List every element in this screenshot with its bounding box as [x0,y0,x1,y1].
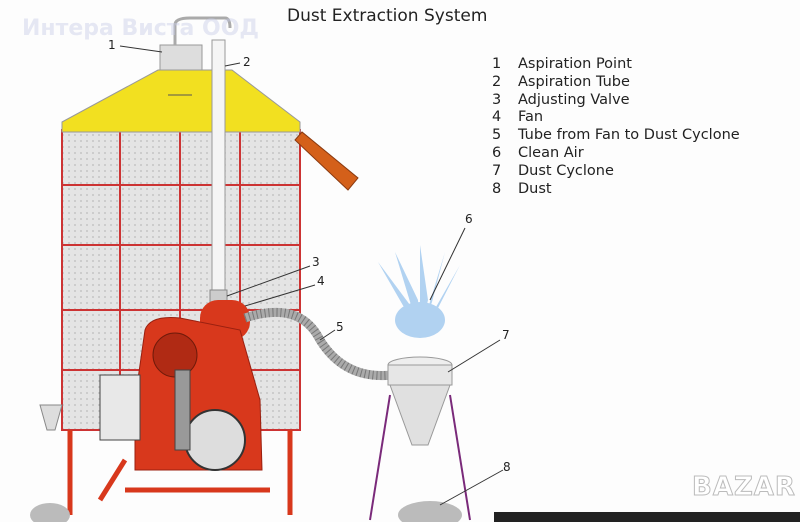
callout-5: 5 [336,320,344,334]
trailer-frame [67,430,293,515]
callout-2: 2 [243,55,251,69]
dust-pile-left [30,503,70,522]
callout-7: 7 [502,328,510,342]
aspiration-point [159,44,203,71]
dust-cyclone [387,356,453,446]
clean-air [378,245,460,338]
watermark: Интера Виста ООД [22,16,260,41]
grain-chute [294,131,359,191]
control-panel [99,374,141,441]
bazar-logo: BAZAR [692,472,796,503]
diagram-title: Dust Extraction System [287,6,488,26]
fan-grille [184,409,246,471]
callout-6: 6 [465,212,473,226]
silo-roof [61,69,301,133]
callout-8: 8 [503,460,511,474]
dust-pile [398,501,462,522]
callout-4: 4 [317,274,325,288]
aspiration-tube [211,39,226,296]
callout-1: 1 [108,38,116,52]
callout-3: 3 [312,255,320,269]
